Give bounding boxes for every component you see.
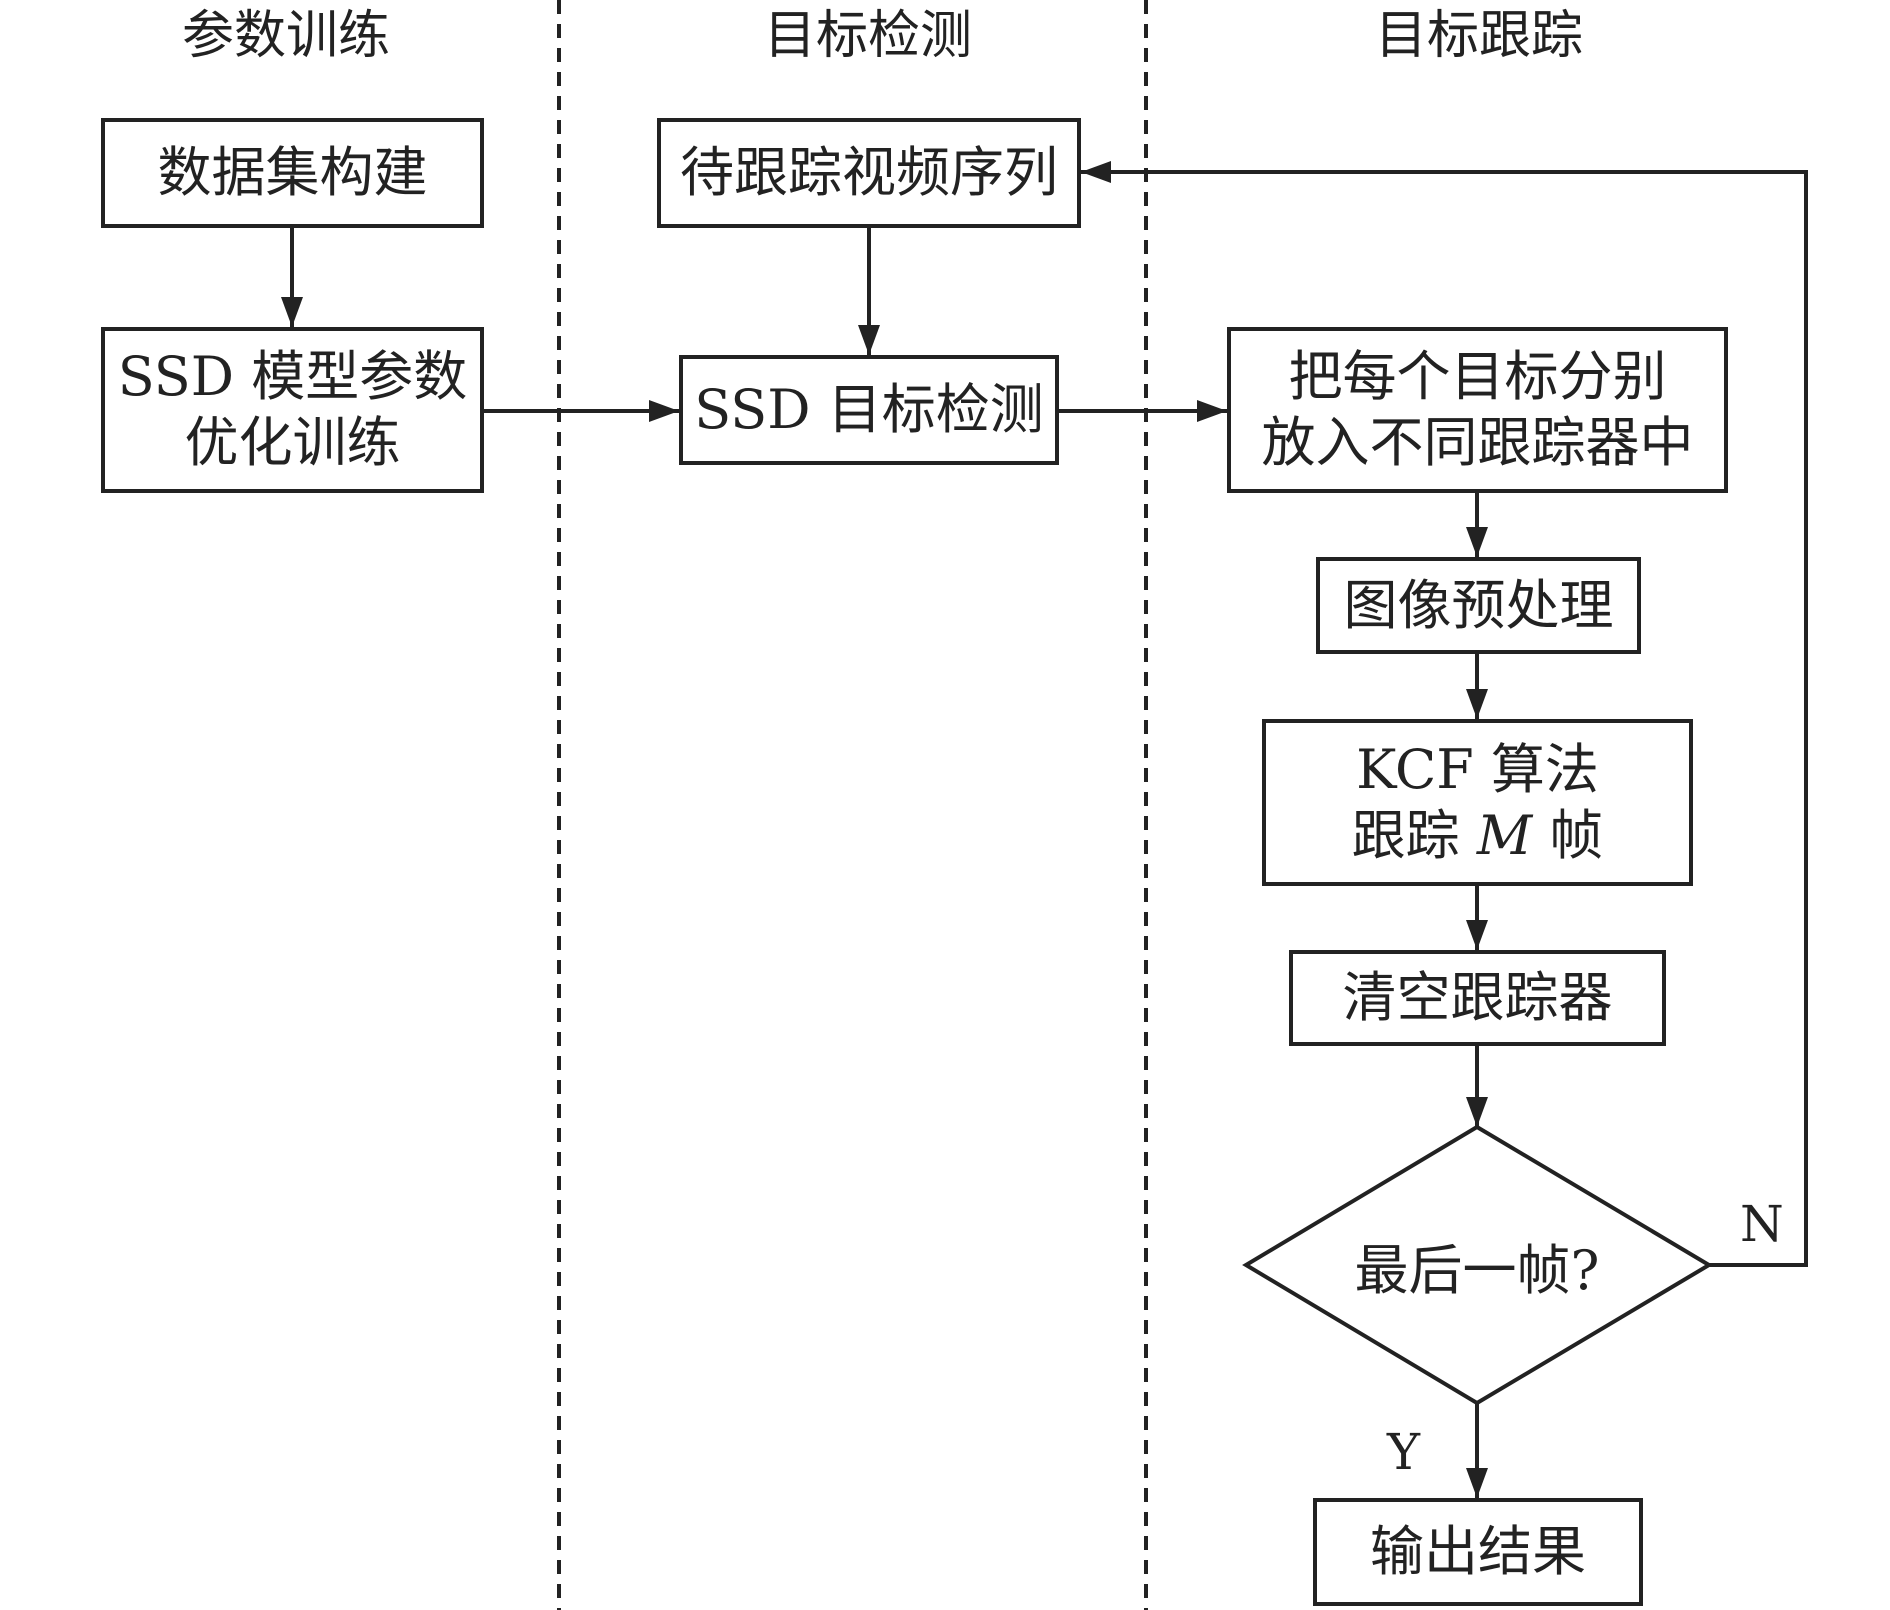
lane-title-object-tracking: 目标跟踪 [1374, 6, 1583, 66]
arrow-decision-no-loop-to-video [1081, 161, 1808, 1267]
node-kcf-tracking: KCF 算法 跟踪 M 帧 [1262, 719, 1693, 886]
node-kcf-tracking-line-2-prefix: 跟踪 [1351, 803, 1477, 867]
decision-label: 最后一帧? [1354, 1238, 1600, 1302]
node-assign-trackers-line-2: 放入不同跟踪器中 [1261, 411, 1694, 474]
node-kcf-tracking-line-2: 跟踪 M 帧 [1352, 803, 1604, 869]
edge-label-no: N [1740, 1195, 1784, 1253]
decision-diamond [1242, 1124, 1713, 1406]
node-ssd-training: SSD 模型参数 优化训练 [101, 327, 484, 493]
node-kcf-tracking-line-1: KCF 算法 [1356, 737, 1599, 801]
node-video-sequence: 待跟踪视频序列 [657, 118, 1081, 228]
node-assign-trackers-line-1: 把每个目标分别 [1288, 345, 1667, 409]
edge-label-yes: Y [1387, 1423, 1421, 1481]
node-output-result: 输出结果 [1313, 1498, 1643, 1606]
node-image-preprocessing-label: 图像预处理 [1343, 573, 1614, 637]
node-assign-trackers: 把每个目标分别 放入不同跟踪器中 [1227, 327, 1728, 493]
node-kcf-tracking-line-2-suffix: 帧 [1532, 803, 1604, 867]
node-video-sequence-label: 待跟踪视频序列 [680, 141, 1058, 205]
node-ssd-detection-label: SSD 目标检测 [694, 378, 1044, 442]
node-clear-trackers-label: 清空跟踪器 [1342, 966, 1613, 1030]
node-clear-trackers: 清空跟踪器 [1289, 950, 1666, 1046]
node-kcf-tracking-frame-count-var: M [1476, 803, 1533, 867]
lane-title-object-detection: 目标检测 [763, 6, 972, 66]
node-output-result-label: 输出结果 [1370, 1520, 1586, 1584]
node-ssd-training-line-1: SSD 模型参数 [117, 345, 468, 409]
node-dataset-construction: 数据集构建 [101, 118, 484, 228]
node-ssd-training-line-2: 优化训练 [184, 411, 401, 474]
lane-title-parameter-training: 参数训练 [181, 6, 390, 66]
node-ssd-detection: SSD 目标检测 [679, 355, 1059, 465]
node-dataset-construction-label: 数据集构建 [157, 141, 428, 205]
node-image-preprocessing: 图像预处理 [1316, 557, 1641, 654]
